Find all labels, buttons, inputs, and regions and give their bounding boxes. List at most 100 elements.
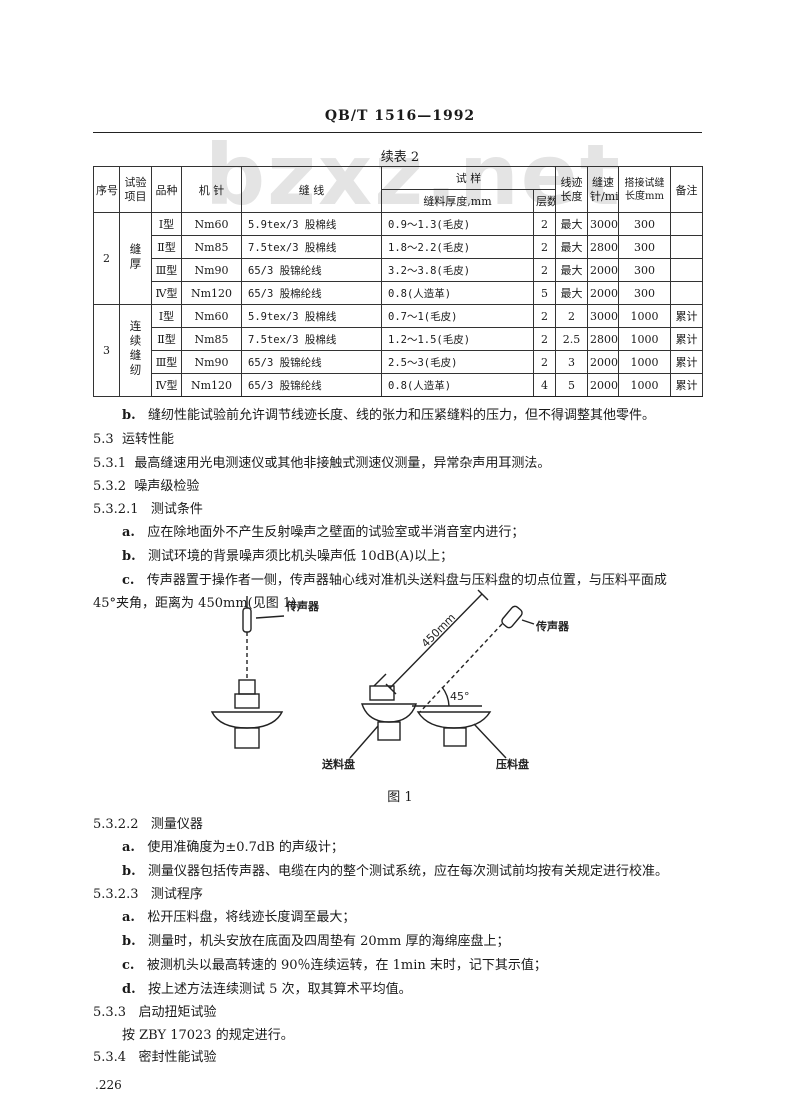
cell-remark [670, 258, 703, 282]
cell-needle: Nm120 [181, 281, 242, 305]
cell-remark: 累计 [670, 373, 703, 397]
left-base [234, 727, 260, 749]
cell-speed: 3000 [587, 212, 619, 236]
section-5-3-2: 5.3.2 噪声级检验 [93, 479, 200, 494]
condition-c-continued: 45°夹角，距离为 450mm(见图 1)。 [93, 596, 310, 611]
table-header-row: 序号 试验项目 品种 机 针 缝 线 试 样 线迹长度 缝速针/min 搭接试缝… [93, 166, 703, 213]
section-5-3-3-text: 按 ZBY 17023 的规定进行。 [122, 1028, 294, 1043]
cell-needle: Nm85 [181, 235, 242, 259]
cell-joint-len: 300 [618, 212, 671, 236]
cell-layers: 2 [533, 258, 556, 282]
cell-joint-len: 1000 [618, 373, 671, 397]
section-5-3-2-2: 5.3.2.2 测量仪器 [93, 817, 203, 832]
figure-1: 传声器 传声器 送料盘 压料盘 45° 450mm [210, 589, 570, 771]
instrument-b: b. 测量仪器包括传声器、电缆在内的整个测试系统，应在每次测试前均按有关规定进行… [122, 864, 669, 879]
note-b: b. 缝纫性能试验前允许调节线迹长度、线的张力和压紧缝料的压力，但不得调整其他零… [122, 408, 656, 423]
cell-thickness: 0.7～1(毛皮) [381, 304, 534, 328]
group-item: 连续缝纫 [119, 304, 152, 397]
left-head-body [234, 693, 260, 709]
table-row: 2 缝厚 Ⅰ型 Nm60 5.9tex/3 股棉线 0.9～1.3(毛皮) 2 … [93, 212, 703, 305]
cell-layers: 2 [533, 350, 556, 374]
header-layers: 层数 [533, 189, 556, 213]
table-caption: 续表 2 [380, 150, 420, 165]
cell-thickness: 1.8～2.2(毛皮) [381, 235, 534, 259]
cell-layers: 2 [533, 327, 556, 351]
cell-thickness: 0.9～1.3(毛皮) [381, 212, 534, 236]
table-row: Ⅱ型 Nm85 7.5tex/3 股棉线 1.8～2.2(毛皮) 2 最大 28… [94, 235, 703, 259]
cell-thread: 5.9tex/3 股棉线 [241, 212, 382, 236]
angle-arc [441, 686, 450, 707]
header-rule [93, 132, 702, 133]
page-header-code: QB/T 1516—1992 [324, 108, 476, 124]
cell-needle: Nm60 [181, 304, 242, 328]
cell-thickness: 1.2～1.5(毛皮) [381, 327, 534, 351]
cell-thread: 5.9tex/3 股棉线 [241, 304, 382, 328]
press-base [443, 727, 467, 747]
header-no: 序号 [93, 166, 120, 213]
section-5-3-2-3: 5.3.2.3 测试程序 [93, 887, 203, 902]
label-mic-left: 传声器 [285, 599, 320, 613]
label-press: 压料盘 [496, 757, 529, 771]
leader-mic-right [521, 619, 535, 625]
cell-thickness: 0.8(人造革) [381, 281, 534, 305]
table-row: Ⅳ型 Nm120 65/3 股棉纶线 0.8(人造革) 5 最大 2000 30… [94, 281, 703, 305]
cell-needle: Nm120 [181, 373, 242, 397]
cell-remark [670, 235, 703, 259]
leader-feed [349, 725, 379, 759]
cell-remark: 累计 [670, 304, 703, 328]
cell-stitch-len: 最大 [555, 281, 588, 305]
table-row: 3 连续缝纫 Ⅰ型 Nm60 5.9tex/3 股棉线 0.7～1(毛皮) 2 … [93, 304, 703, 397]
cell-needle: Nm90 [181, 258, 242, 282]
cell-thread: 65/3 股棉纶线 [241, 281, 382, 305]
cell-variety: Ⅲ型 [151, 350, 182, 374]
cell-needle: Nm85 [181, 327, 242, 351]
table-subheader-row: 缝料厚度,mm 层数 [94, 189, 703, 213]
cell-variety: Ⅳ型 [151, 281, 182, 305]
cell-joint-len: 1000 [618, 327, 671, 351]
cell-layers: 2 [533, 212, 556, 236]
press-plate [416, 711, 492, 729]
cell-variety: Ⅱ型 [151, 235, 182, 259]
spec-table: 序号 试验项目 品种 机 针 缝 线 试 样 线迹长度 缝速针/min 搭接试缝… [93, 166, 703, 397]
label-mic-right: 传声器 [535, 619, 570, 633]
cell-variety: Ⅱ型 [151, 327, 182, 351]
header-sample: 试 样 [381, 166, 556, 190]
header-joint-len: 搭接试缝长度mm [618, 166, 671, 213]
cell-thread: 65/3 股锦纶线 [241, 373, 382, 397]
cell-stitch-len: 最大 [555, 258, 588, 282]
procedure-c: c. 被测机头以最高转速的 90％连续运转，在 1min 末时，记下其示值； [122, 958, 547, 973]
cell-joint-len: 300 [618, 281, 671, 305]
cell-variety: Ⅰ型 [151, 212, 182, 236]
header-speed: 缝速针/min [587, 166, 619, 213]
section-5-3-2-1: 5.3.2.1 测试条件 [93, 502, 203, 517]
group-no: 3 [93, 304, 120, 397]
table-row: Ⅳ型 Nm120 65/3 股锦纶线 0.8(人造革) 4 5 2000 100… [94, 373, 703, 397]
mic-right-axis [419, 623, 503, 713]
condition-a: a. 应在除地面外不产生反射噪声之壁面的试验室或半消音室内进行； [122, 525, 525, 540]
label-feed: 送料盘 [321, 757, 355, 771]
feed-base [377, 721, 401, 741]
cell-variety: Ⅲ型 [151, 258, 182, 282]
cell-thread: 65/3 股锦纶线 [241, 350, 382, 374]
cell-layers: 4 [533, 373, 556, 397]
condition-c: c. 传声器置于操作者一侧，传声器轴心线对准机头送料盘与压料盘的切点位置，与压料… [122, 573, 667, 588]
microphone-right-icon [501, 605, 523, 629]
cell-thickness: 3.2～3.8(毛皮) [381, 258, 534, 282]
cell-thickness: 0.8(人造革) [381, 373, 534, 397]
cell-variety: Ⅰ型 [151, 304, 182, 328]
cell-remark [670, 281, 703, 305]
section-5-3-3: 5.3.3 启动扭矩试验 [93, 1005, 217, 1020]
cell-stitch-len: 2.5 [555, 327, 588, 351]
cell-thread: 7.5tex/3 股棉线 [241, 235, 382, 259]
label-distance: 450mm [419, 611, 458, 650]
feed-plate [361, 703, 417, 723]
header-needle: 机 针 [181, 166, 242, 213]
cell-thread: 7.5tex/3 股棉线 [241, 327, 382, 351]
cell-needle: Nm90 [181, 350, 242, 374]
left-feed-plate [210, 711, 284, 729]
cell-stitch-len: 最大 [555, 235, 588, 259]
header-remark: 备注 [670, 166, 703, 213]
label-angle: 45° [450, 690, 470, 703]
section-5-3-4: 5.3.4 密封性能试验 [93, 1050, 217, 1065]
header-stitch-len: 线迹长度 [555, 166, 588, 213]
